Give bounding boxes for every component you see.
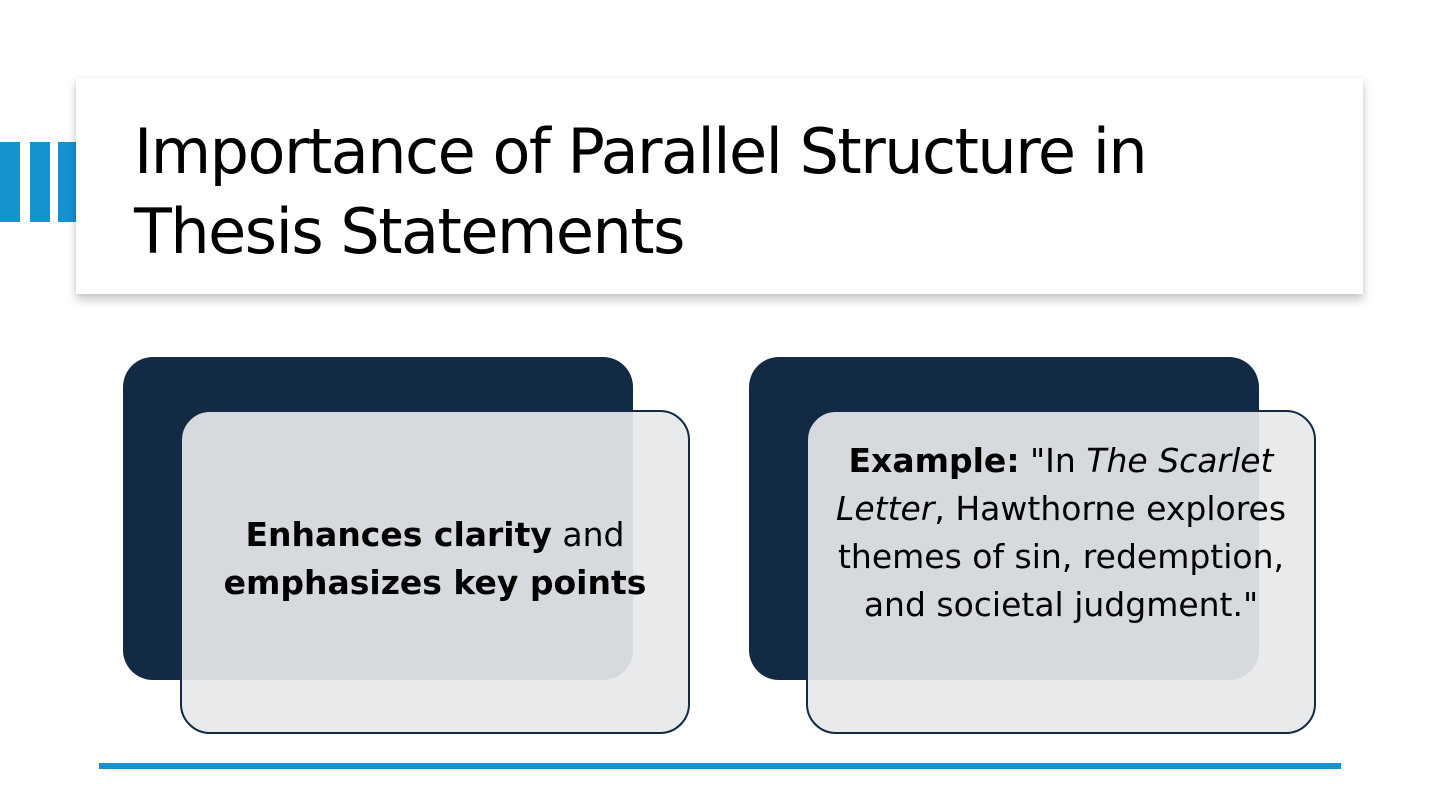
left-normal-1: and <box>551 515 625 554</box>
accent-bars <box>0 142 76 222</box>
accent-bar <box>30 142 50 222</box>
left-bold-2: emphasizes key points <box>223 563 647 602</box>
slide-title[interactable]: Importance of Parallel Structure in Thes… <box>134 112 1314 272</box>
title-line-2: Thesis Statements <box>134 195 685 268</box>
example-label: Example: <box>848 441 1020 480</box>
quote-rest: , Hawthorne explores themes of sin, rede… <box>837 489 1287 624</box>
left-panel-text: Enhances clarity and emphasizes key poin… <box>200 511 670 607</box>
title-line-1: Importance of Parallel Structure in <box>134 115 1148 188</box>
quote-open: "In <box>1019 441 1087 480</box>
title-card: Importance of Parallel Structure in Thes… <box>76 78 1363 294</box>
book-title: The Scarlet Letter <box>835 441 1274 528</box>
left-bold-1: Enhances clarity <box>245 515 552 554</box>
right-panel[interactable]: Example: "In The Scarlet Letter, Hawthor… <box>806 410 1316 734</box>
accent-bar <box>0 142 20 222</box>
left-panel[interactable]: Enhances clarity and emphasizes key poin… <box>180 410 690 734</box>
accent-bar <box>58 142 76 222</box>
right-panel-text: Example: "In The Scarlet Letter, Hawthor… <box>821 437 1301 629</box>
bottom-rule <box>99 763 1341 769</box>
